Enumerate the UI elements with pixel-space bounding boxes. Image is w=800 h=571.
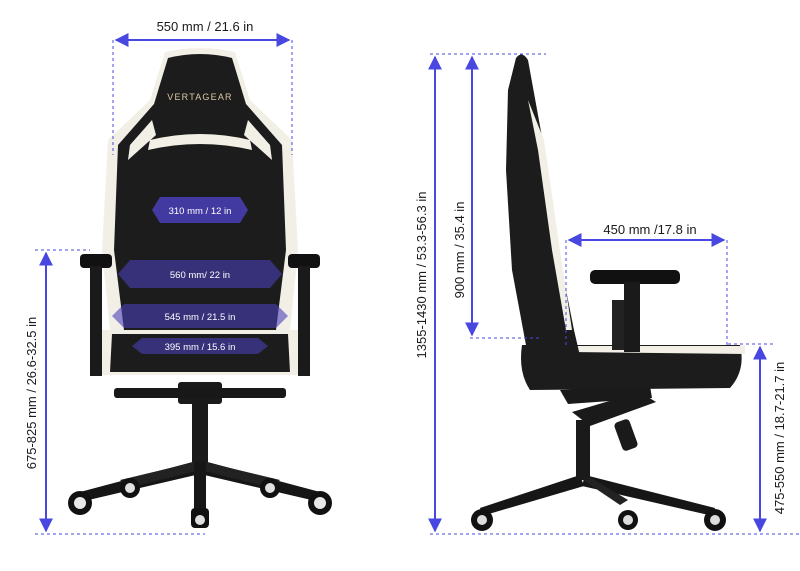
band-upper-back-label: 310 mm / 12 in	[169, 206, 232, 217]
dim-side-total-height: 1355-1430 mm / 53.3-56.3 in	[414, 53, 800, 535]
side-base	[471, 386, 726, 531]
band-seat-front-label: 395 mm / 15.6 in	[165, 342, 236, 353]
side-seat	[521, 345, 742, 390]
front-base	[68, 460, 332, 528]
dim-side-seat-height-label: 475-550 mm / 18.7-21.7 in	[772, 362, 787, 514]
dim-side-seat-depth-label: 450 mm /17.8 in	[603, 222, 696, 237]
front-bands: 310 mm / 12 in 560 mm/ 22 in 545 mm / 21…	[112, 197, 288, 354]
band-seat-width: 545 mm / 21.5 in	[112, 304, 288, 328]
brand-logo: VERTAGEAR	[167, 92, 232, 102]
front-armrest-right	[288, 254, 320, 376]
band-mid-back: 560 mm/ 22 in	[118, 260, 282, 288]
band-upper-back: 310 mm / 12 in	[152, 197, 248, 223]
band-mid-back-label: 560 mm/ 22 in	[170, 270, 230, 281]
dim-side-backrest-height: 900 mm / 35.4 in	[452, 55, 540, 339]
dim-front-width: 550 mm / 21.6 in	[112, 19, 293, 155]
dim-side-total-height-label: 1355-1430 mm / 53.3-56.3 in	[414, 192, 429, 359]
dim-front-width-label: 550 mm / 21.6 in	[157, 19, 254, 34]
front-gas-lift	[192, 400, 208, 462]
front-armrest-left	[80, 254, 112, 376]
side-chair	[471, 54, 745, 531]
dim-front-seat-height: 675-825 mm / 26.6-32.5 in	[24, 249, 205, 535]
side-armrest	[590, 270, 680, 352]
dim-side-backrest-height-label: 900 mm / 35.4 in	[452, 202, 467, 299]
dim-side-seat-depth: 450 mm /17.8 in	[565, 222, 728, 345]
band-seat-width-label: 545 mm / 21.5 in	[165, 312, 236, 323]
band-seat-front: 395 mm / 15.6 in	[132, 338, 268, 354]
dim-front-seat-height-label: 675-825 mm / 26.6-32.5 in	[24, 317, 39, 469]
dim-side-seat-height: 475-550 mm / 18.7-21.7 in	[728, 343, 787, 533]
